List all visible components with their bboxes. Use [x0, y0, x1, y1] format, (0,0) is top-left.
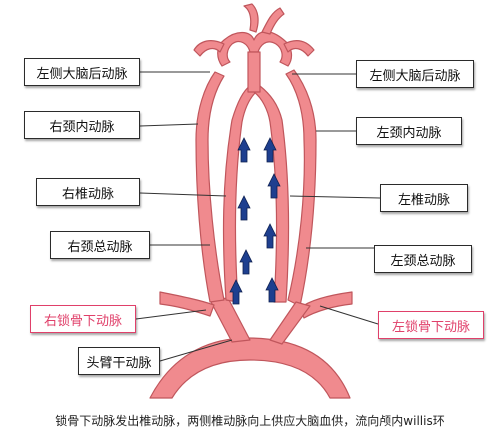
label-left-ica: 左颈内动脉: [356, 117, 462, 145]
leader-line: [319, 305, 379, 325]
flow-arrow: [237, 195, 251, 221]
left-arch-branch: [269, 301, 311, 345]
basilar-artery: [247, 51, 261, 93]
flow-arrow: [263, 137, 277, 163]
flow-arrow: [263, 223, 277, 249]
label-brachiocephalic: 头臂干动脉: [78, 347, 160, 375]
label-left-pca: 左侧大脑后动脉: [24, 58, 140, 86]
artery-vessels: [149, 3, 353, 399]
right-pca-branch: [193, 40, 225, 57]
leader-line: [135, 309, 207, 320]
label-right-subclavian: 右锁骨下动脉: [30, 305, 136, 333]
leader-line: [159, 339, 233, 362]
label-right-ica: 右颈内动脉: [24, 111, 140, 139]
caption: 锁骨下动脉发出椎动脉，两侧椎动脉向上供应大脑血供，流向颅内willis环: [55, 414, 445, 428]
right-common-carotid: [195, 71, 225, 303]
aortic-arch: [149, 337, 351, 399]
left-subclavian-artery: [299, 291, 353, 319]
leader-line: [139, 192, 227, 197]
label-right-cca: 右颈总动脉: [50, 231, 150, 259]
label-left-cca: 左颈总动脉: [374, 245, 472, 273]
label-left-subclavian: 左锁骨下动脉: [378, 311, 484, 339]
label-right-vertebral: 右椎动脉: [36, 178, 140, 206]
leader-line: [289, 195, 381, 199]
left-pca-branch: [283, 40, 315, 57]
leader-line: [139, 123, 199, 127]
flow-arrows: [229, 137, 281, 305]
right-vertebral-artery: [222, 85, 257, 303]
leader-lines: [135, 71, 381, 362]
flow-arrow: [237, 137, 251, 163]
flow-arrow: [267, 173, 281, 199]
flow-arrow: [239, 249, 253, 275]
right-subclavian-artery: [159, 291, 215, 317]
flow-arrow: [265, 277, 279, 303]
willis-circle: [217, 31, 293, 67]
top-branch-right: [261, 7, 285, 35]
flow-arrow: [229, 279, 243, 305]
top-branch-left: [243, 3, 259, 33]
brachiocephalic-trunk: [209, 297, 251, 343]
left-common-carotid: [285, 69, 317, 307]
label-left-vertebral: 左椎动脉: [380, 184, 468, 212]
label-right-pca: 左侧大脑后动脉: [356, 60, 474, 88]
